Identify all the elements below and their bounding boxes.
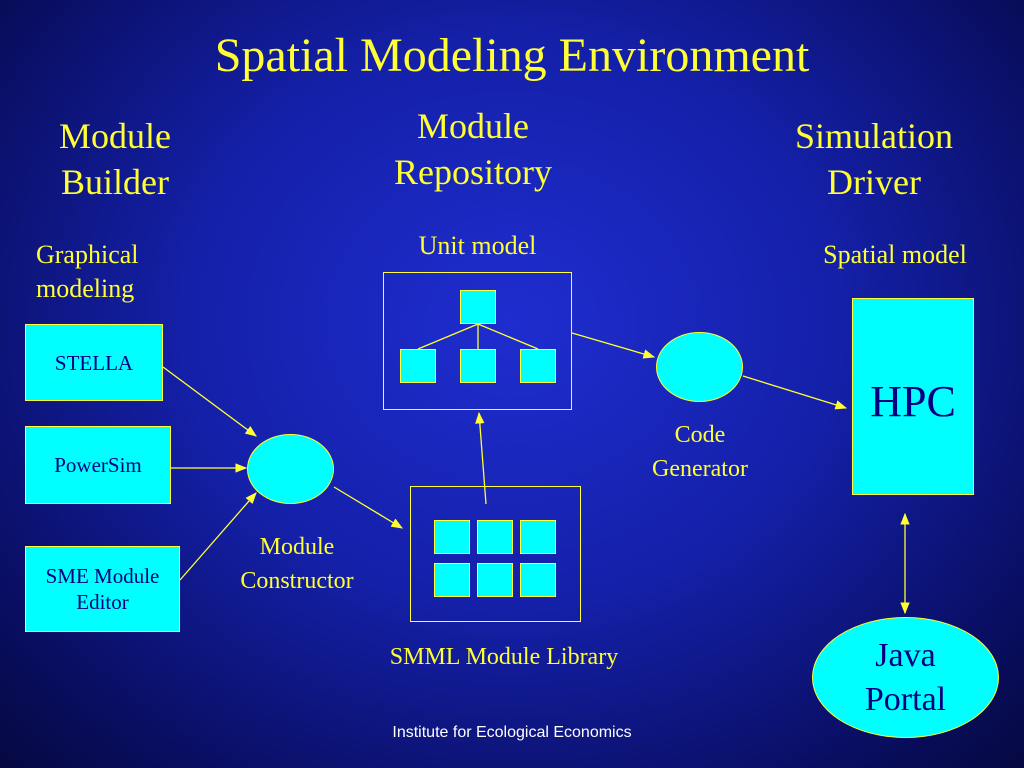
tree-edge-line bbox=[477, 323, 539, 350]
unit-model-to-generator-arrow bbox=[571, 332, 656, 359]
graphical-modeling-label: Graphical modeling bbox=[36, 240, 139, 303]
java-portal-label: Java Portal bbox=[864, 636, 947, 718]
module-constructor-label: Module Constructor bbox=[240, 534, 354, 594]
stella-box[interactable]: STELLA bbox=[25, 324, 163, 401]
unit-model-frame bbox=[383, 272, 572, 410]
code-generator-ellipse[interactable] bbox=[656, 332, 743, 402]
stella-label: STELLA bbox=[54, 350, 134, 375]
smml-library-label: SMML Module Library bbox=[389, 644, 619, 670]
library-module-node bbox=[477, 563, 513, 597]
module-repository-heading: Module Repository bbox=[394, 106, 552, 192]
constructor-to-library-arrow bbox=[333, 486, 404, 529]
library-to-unit-model-arrow bbox=[475, 411, 487, 505]
editor-to-constructor-arrow bbox=[179, 492, 257, 581]
slide-title: Spatial Modeling Environment bbox=[214, 29, 810, 82]
smml-library-frame bbox=[410, 486, 581, 622]
hpc-box[interactable]: HPC bbox=[852, 298, 974, 495]
unit-model-child-node bbox=[460, 349, 496, 383]
module-constructor-ellipse[interactable] bbox=[247, 434, 334, 504]
footer-text: Institute for Ecological Economics bbox=[392, 724, 632, 741]
spatial-model-label: Spatial model bbox=[823, 240, 967, 269]
sme-module-editor-label: SME Module Editor bbox=[45, 564, 160, 614]
library-module-node bbox=[477, 520, 513, 554]
powersim-label: PowerSim bbox=[54, 453, 142, 477]
unit-model-root-node bbox=[460, 290, 496, 324]
java-portal-ellipse[interactable]: Java Portal bbox=[812, 617, 999, 738]
stella-to-constructor-arrow bbox=[162, 366, 257, 437]
module-builder-heading: Module Builder bbox=[59, 116, 171, 202]
tree-edge-line bbox=[417, 323, 479, 350]
library-module-node bbox=[434, 520, 470, 554]
library-module-node bbox=[434, 563, 470, 597]
powersim-box[interactable]: PowerSim bbox=[25, 426, 171, 504]
unit-model-child-node bbox=[400, 349, 436, 383]
code-generator-label: Code Generator bbox=[652, 422, 748, 482]
unit-model-child-node bbox=[520, 349, 556, 383]
generator-to-hpc-arrow bbox=[742, 375, 848, 410]
unit-model-label: Unit model bbox=[418, 231, 537, 260]
library-module-node bbox=[520, 563, 556, 597]
hpc-label: HPC bbox=[870, 377, 956, 426]
sme-module-editor-box[interactable]: SME Module Editor bbox=[25, 546, 180, 632]
simulation-driver-heading: Simulation Driver bbox=[794, 116, 953, 202]
library-module-node bbox=[520, 520, 556, 554]
